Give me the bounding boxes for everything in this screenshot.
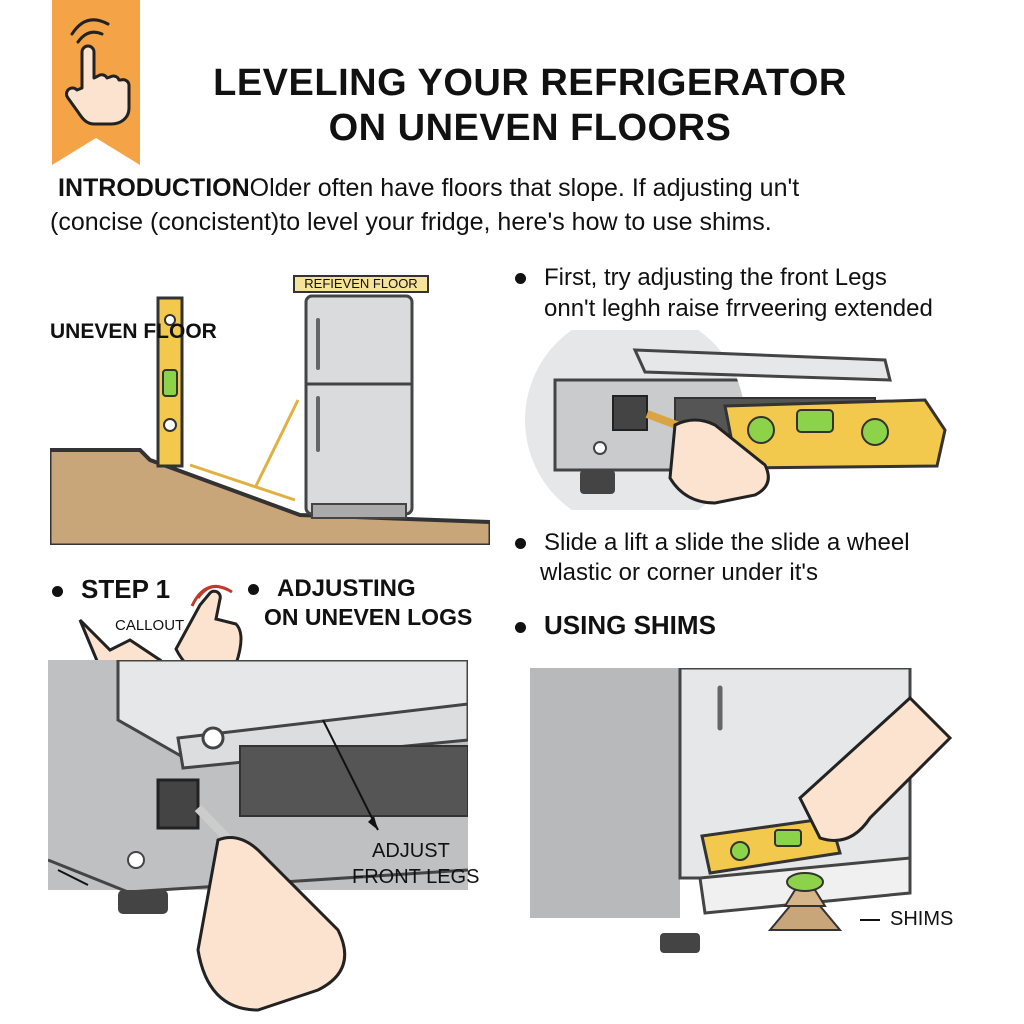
intro-label-2: (concise (concistent) [50, 208, 280, 236]
intro-text-2: to level your fridge, here's how to use … [279, 208, 772, 236]
intro-label: INTRODUCTION [58, 174, 250, 202]
page-subtitle: ON UNEVEN FLOORS [328, 107, 732, 149]
page-title: LEVELING YOUR REFRIGERATOR [213, 62, 847, 104]
hand-icon [798, 695, 953, 842]
bullet-dot [515, 273, 526, 285]
front-legs-label: FRONT LEGS [352, 866, 480, 888]
front-leg-closeup-illustration [525, 330, 947, 510]
bullet-front-legs-line2: onn't leghh raise frrveering extended [544, 295, 933, 322]
callout-label: CALLOUT [115, 617, 185, 634]
bullet-front-legs: First, try adjusting the front Legs [515, 263, 887, 293]
hand-icon [196, 836, 347, 1012]
spirit-level-on-fridge [700, 816, 842, 875]
refrigerator-icon [304, 294, 414, 519]
hand-icon [668, 418, 770, 505]
adjust-label: ADJUST [372, 840, 450, 862]
using-shims-heading: USING SHIMS [515, 610, 716, 640]
shims-label: SHIMS [890, 908, 954, 930]
adjusting-label: ADJUSTING [248, 574, 416, 604]
intro-line-2: (concise (concistent)to level your fridg… [50, 206, 772, 238]
shims-icon [767, 872, 843, 931]
adjust-front-legs-illustration [48, 660, 468, 1012]
step-1-label: STEP 1 [52, 574, 170, 604]
bookmark-ribbon [52, 0, 140, 165]
intro-line-1: INTRODUCTIONOlder often have floors that… [58, 172, 799, 204]
adjusting-label-line2: ON UNEVEN LOGS [264, 604, 473, 630]
bullet-slide: Slide a lift a slide the slide a wheel [515, 528, 910, 558]
bullet-dot [515, 621, 526, 633]
bullet-dot [515, 538, 526, 550]
bullet-dot [248, 584, 259, 596]
tap-hand-icon [65, 44, 131, 126]
floor-sign-label: REFIEVEN FLOOR [304, 276, 418, 291]
uneven-floor-label: UNEVEN FLOOR [50, 320, 217, 343]
bullet-slide-line2: wlastic or corner under it's [540, 559, 819, 586]
uneven-floor-illustration [50, 275, 490, 545]
bullet-dot [52, 585, 63, 597]
using-shims-illustration [530, 668, 953, 953]
spirit-level-vertical [156, 296, 184, 468]
intro-text-1: Older often have floors that slope. If a… [249, 174, 800, 202]
